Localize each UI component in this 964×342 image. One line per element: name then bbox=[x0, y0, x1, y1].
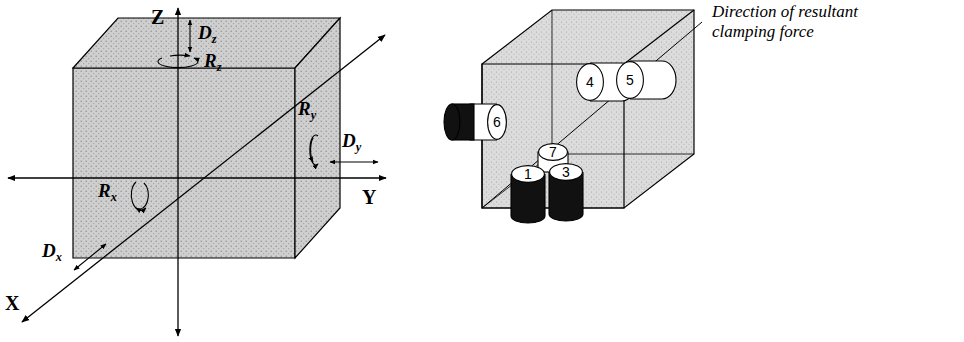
callout-number: 3 bbox=[549, 163, 583, 181]
cylinder-cap: 5 bbox=[616, 61, 644, 99]
rotation-arrows bbox=[131, 55, 318, 210]
cap-ellipse bbox=[539, 144, 568, 161]
callout-number: 5 bbox=[616, 61, 644, 99]
cap-ellipse bbox=[577, 64, 604, 101]
motion-label: Rx bbox=[98, 180, 117, 202]
fixture-cube bbox=[482, 10, 694, 208]
cylinder-cap: 6 bbox=[487, 104, 507, 140]
axis-label: X bbox=[5, 292, 19, 315]
axis-label: Y bbox=[362, 186, 376, 209]
cylinder-bodies bbox=[444, 61, 676, 223]
motion-label: Ry bbox=[298, 98, 316, 120]
axis-label: Z bbox=[151, 6, 164, 29]
motion-label: Dy bbox=[342, 130, 361, 152]
motion-label: Rz bbox=[204, 50, 222, 72]
callout-number: 1 bbox=[511, 165, 545, 183]
cap-ellipse bbox=[550, 164, 583, 181]
callout-number: 6 bbox=[487, 104, 507, 140]
cap-ellipse bbox=[512, 166, 545, 183]
workpiece-cube bbox=[73, 18, 340, 258]
callout-number: 4 bbox=[576, 63, 604, 101]
cylinder-cap: 4 bbox=[576, 63, 604, 101]
cap-ellipse bbox=[617, 62, 644, 99]
translation-arrows bbox=[74, 20, 378, 270]
coordinate-axes bbox=[8, 8, 386, 336]
annotation-text: Direction of resultant clamping force bbox=[712, 2, 884, 41]
cylinder-cap: 1 bbox=[511, 165, 545, 183]
motion-label: Dx bbox=[42, 240, 62, 262]
cylinder-cap: 3 bbox=[549, 163, 583, 181]
cylinder-cap: 7 bbox=[538, 143, 568, 161]
cap-ellipse bbox=[488, 105, 507, 140]
callout-number: 7 bbox=[538, 143, 568, 161]
motion-label: Dz bbox=[198, 22, 217, 44]
